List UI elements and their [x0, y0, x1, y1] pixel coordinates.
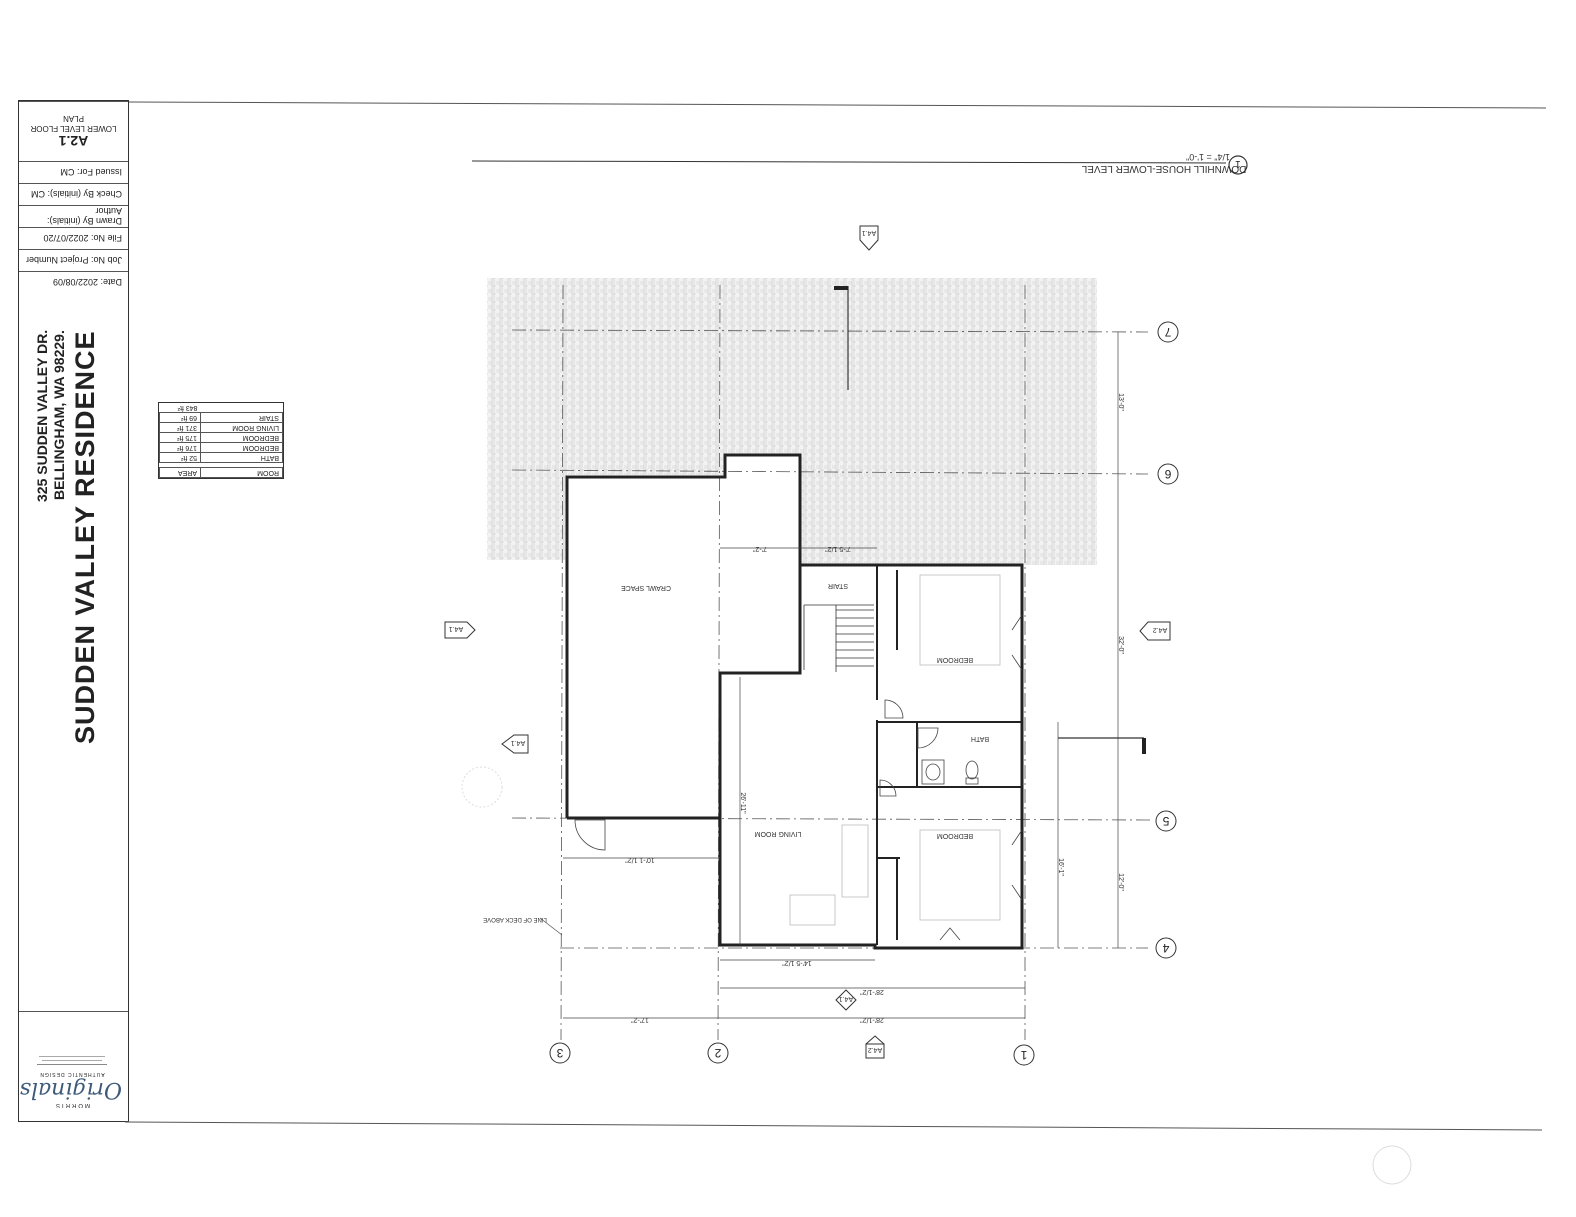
view-title: 1 DOWNHILL HOUSE-LOWER LEVEL 1/4" = 1'-0… — [471, 152, 1248, 175]
dimension-text: 28'-1/2" — [860, 988, 884, 995]
view-number-bubble — [1228, 155, 1248, 175]
deck-note: LINE OF DECK ABOVE — [483, 916, 547, 922]
view-number: 1 — [1235, 158, 1241, 169]
section-tag — [859, 225, 879, 251]
compass-stamp — [461, 766, 503, 808]
grid-bubble-2 — [707, 1042, 729, 1064]
vanity — [921, 759, 945, 785]
section-tag-label: A4.2 — [868, 1046, 883, 1053]
room-label-stair: STAIR — [828, 582, 848, 589]
sink-icon — [925, 763, 941, 781]
section-tag — [444, 621, 476, 639]
dimension-text: 32'-0" — [1117, 636, 1124, 654]
grid-label: 2 — [714, 1046, 721, 1060]
dimension-text: 12'-0" — [1117, 873, 1124, 891]
marker — [834, 286, 848, 290]
room-label-bedroom: BEDROOM — [937, 832, 973, 839]
closet-door — [1011, 829, 1023, 901]
paver-deck-hatch — [487, 278, 1097, 565]
dimension-text: 7'-2" — [753, 545, 767, 552]
dimension-labels: 17'-2" 28'-1/2" 28'-1/2" 14'-5 1/2" 10'-… — [625, 393, 1124, 1023]
room-label-bath: BATH — [971, 735, 989, 742]
view-scale: 1/4" = 1'-0" — [1186, 152, 1230, 162]
firm-divider — [19, 1011, 128, 1012]
door-swings — [574, 614, 1023, 941]
room-label-living: LIVING ROOM — [755, 830, 802, 837]
dimension-text: 13'-0" — [1117, 393, 1124, 411]
section-tag — [835, 989, 857, 1011]
door-swing — [884, 699, 904, 719]
toilet-tank — [965, 777, 979, 785]
section-tag-label: A4.1 — [839, 995, 854, 1002]
dimension-text: 7'-5 1/2" — [825, 545, 851, 552]
door-swing — [917, 727, 939, 749]
room-label-crawl: CRAWL SPACE — [621, 584, 671, 591]
grid-label: 7 — [1164, 325, 1171, 339]
grid-label: 4 — [1162, 941, 1169, 955]
sofa-outline — [841, 824, 869, 898]
section-tag — [1139, 621, 1171, 641]
grid-bubble-4 — [1155, 937, 1177, 959]
section-tags: A4.1 A4.1 A4.1 A4.2 A4.2 A4.1 — [444, 225, 1171, 1059]
dimension-text: 14'-5 1/2" — [782, 959, 812, 966]
grid-label: 6 — [1164, 467, 1171, 481]
closet-door — [939, 927, 961, 941]
grid-label: 5 — [1162, 814, 1169, 828]
furniture — [789, 574, 1001, 926]
toilet-icon — [965, 760, 979, 780]
bed-outline — [919, 829, 1001, 921]
marker — [1142, 738, 1146, 754]
view-title-text: DOWNHILL HOUSE-LOWER LEVEL — [1081, 163, 1246, 174]
section-tag-label: A4.2 — [1153, 626, 1168, 633]
grid-bubbles: 7 6 5 4 3 2 1 — [549, 321, 1179, 1066]
section-tag-label: A4.1 — [449, 625, 464, 632]
table-outline — [789, 894, 836, 926]
title-block: A2.1 LOWER LEVEL FLOOR PLAN Issued For: … — [18, 100, 129, 1122]
grid-label: 3 — [556, 1046, 563, 1060]
section-tag — [865, 1035, 885, 1059]
stair-treads — [803, 604, 874, 672]
room-labels: BEDROOM BEDROOM BATH LIVING ROOM STAIR C… — [621, 582, 989, 839]
room-label-bedroom: BEDROOM — [937, 656, 973, 663]
grid-bubble-1 — [1013, 1044, 1035, 1066]
bed-outline — [919, 574, 1001, 666]
section-tag-label: A4.1 — [862, 229, 877, 236]
section-tag-label: A4.1 — [511, 739, 526, 746]
dimension-text: 26'-11" — [739, 792, 746, 814]
grid-bubble-5 — [1155, 810, 1177, 832]
dimension-text: 28'-1/2" — [860, 1016, 884, 1023]
section-tag — [501, 734, 529, 754]
dimension-text: 16'-1" — [1057, 858, 1064, 876]
dimension-text: 10'-1 1/2" — [625, 856, 655, 863]
dimension-lines — [563, 332, 1119, 1019]
exterior-walls — [565, 453, 1024, 950]
bath-fixtures — [921, 759, 979, 785]
interior-walls — [876, 565, 1022, 945]
door-swing — [879, 779, 897, 797]
sheet-border-bottom — [124, 1121, 1543, 1131]
grid-bubble-6 — [1157, 463, 1179, 485]
sheet-border-top — [128, 101, 1547, 109]
grid-label: 1 — [1020, 1048, 1027, 1062]
dimension-text: 17'-2" — [631, 1016, 649, 1023]
grid-bubble-7 — [1157, 321, 1179, 343]
closet-door — [1011, 614, 1023, 671]
watermark-circle — [1372, 1145, 1412, 1185]
grid-bubble-3 — [549, 1042, 571, 1064]
door-swing — [574, 819, 606, 851]
